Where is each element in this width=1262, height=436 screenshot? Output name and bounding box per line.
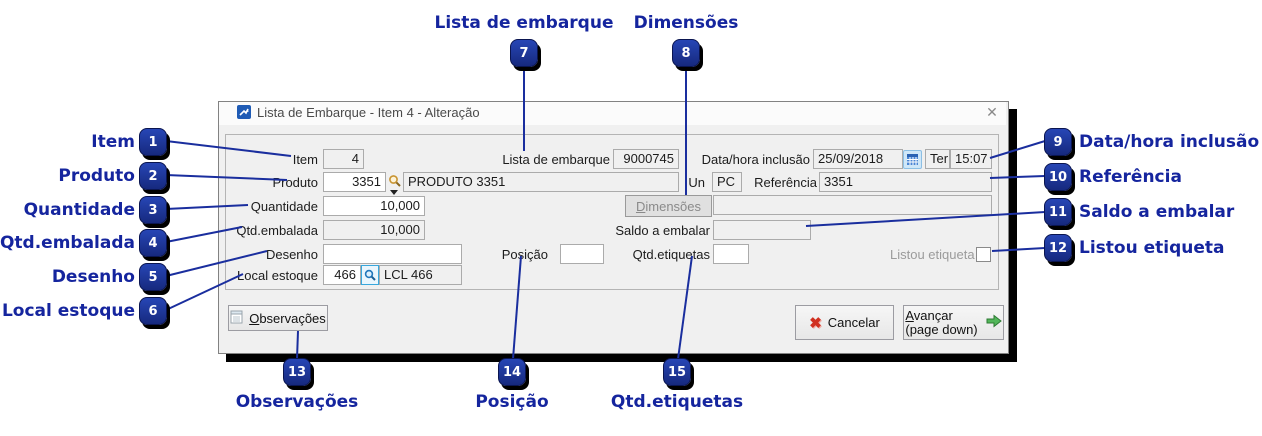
local-estoque-label: Local estoque	[237, 268, 318, 283]
callout-badge-15: 15	[663, 358, 691, 386]
callout-referencia: 10 Referência	[1044, 163, 1182, 191]
local-estoque-search-icon[interactable]	[361, 265, 379, 285]
callout-listou-etiqueta: 12 Listou etiqueta	[1044, 234, 1225, 262]
qtd-embalada-label: Qtd.embalada	[236, 223, 318, 238]
callout-badge-7: 7	[510, 39, 538, 67]
posicao-field[interactable]	[560, 244, 604, 264]
cancelar-button[interactable]: ✖ Cancelar	[795, 305, 894, 340]
callout-badge-2: 2	[139, 162, 167, 190]
callout-badge-9: 9	[1044, 128, 1072, 156]
data-hora-label: Data/hora inclusão	[701, 152, 810, 167]
calendar-icon[interactable]	[903, 150, 922, 169]
title-bar	[219, 102, 1006, 125]
callout-data-hora: 9 Data/hora inclusão	[1044, 128, 1259, 156]
observacoes-button[interactable]: Observações	[228, 305, 328, 331]
callout-qtd-embalada: Qtd.embalada 4	[0, 229, 167, 257]
callout-badge-10: 10	[1044, 163, 1072, 191]
referencia-label: Referência	[754, 175, 817, 190]
callout-badge-5: 5	[139, 263, 167, 291]
qtd-etiquetas-label: Qtd.etiquetas	[632, 247, 710, 262]
produto-code-field[interactable]: 3351	[323, 172, 386, 192]
lista-embarque-field: 9000745	[613, 149, 679, 169]
saldo-embalar-label: Saldo a embalar	[615, 223, 710, 238]
dimensoes-button[interactable]: Dimensões	[625, 195, 712, 217]
callout-local-estoque: Local estoque 6	[0, 297, 167, 325]
cancel-x-icon: ✖	[809, 314, 822, 332]
produto-desc-field: PRODUTO 3351	[403, 172, 679, 192]
produto-dropdown-icon[interactable]	[390, 190, 398, 195]
advance-arrow-icon	[986, 314, 1002, 331]
callout-badge-14: 14	[498, 358, 526, 386]
produto-search-icon[interactable]	[387, 173, 402, 188]
listou-etiqueta-label: Listou etiqueta	[890, 247, 975, 262]
listou-etiqueta-checkbox[interactable]	[976, 247, 991, 262]
quantidade-field[interactable]: 10,000	[323, 196, 425, 216]
callout-desenho: Desenho 5	[0, 263, 167, 291]
avancar-button[interactable]: Avançar (page down)	[903, 305, 1004, 340]
callout-badge-4: 4	[139, 229, 167, 257]
qtd-embalada-field: 10,000	[323, 220, 425, 240]
lista-embarque-label: Lista de embarque	[502, 152, 610, 167]
un-label: Un	[688, 175, 705, 190]
callout-saldo-embalar: 11 Saldo a embalar	[1044, 198, 1234, 226]
saldo-embalar-field	[713, 220, 811, 240]
desenho-field[interactable]	[323, 244, 462, 264]
notepad-icon	[230, 309, 243, 327]
callout-item: Item 1	[0, 128, 167, 156]
referencia-field: 3351	[819, 172, 992, 192]
callout-produto: Produto 2	[0, 162, 167, 190]
callout-quantidade: Quantidade 3	[0, 196, 167, 224]
callout-badge-11: 11	[1044, 198, 1072, 226]
local-estoque-desc-field: LCL 466	[379, 265, 462, 285]
desenho-label: Desenho	[265, 247, 318, 262]
hora-inclusao-field: 15:07	[950, 149, 992, 169]
qtd-etiquetas-field[interactable]	[713, 244, 749, 264]
posicao-label: Posição	[501, 247, 548, 262]
local-estoque-code-field[interactable]: 466	[323, 265, 361, 285]
dialog-title: Lista de Embarque - Item 4 - Alteração	[257, 105, 480, 120]
app-icon	[237, 105, 251, 119]
callout-observacoes: 13 Observações	[227, 358, 367, 412]
callout-qtd-etiquetas: 15 Qtd.etiquetas	[607, 358, 747, 412]
item-label: Item	[292, 152, 318, 167]
callout-badge-13: 13	[283, 358, 311, 386]
callout-badge-1: 1	[139, 128, 167, 156]
quantidade-label: Quantidade	[250, 199, 318, 214]
callout-badge-8: 8	[672, 39, 700, 67]
callout-badge-6: 6	[139, 297, 167, 325]
callout-badge-3: 3	[139, 196, 167, 224]
callout-posicao: 14 Posição	[442, 358, 582, 412]
un-field: PC	[712, 172, 742, 192]
callout-badge-12: 12	[1044, 234, 1072, 262]
callout-lista-embarque: Lista de embarque 7	[424, 13, 624, 67]
dimensoes-field	[713, 195, 992, 215]
data-inclusao-field: 25/09/2018	[813, 149, 903, 169]
produto-label: Produto	[272, 175, 318, 190]
close-icon[interactable]: ✕	[986, 104, 998, 120]
weekday-field: Ter	[925, 149, 950, 169]
item-field: 4	[323, 149, 364, 169]
callout-dimensoes: Dimensões 8	[586, 13, 786, 67]
